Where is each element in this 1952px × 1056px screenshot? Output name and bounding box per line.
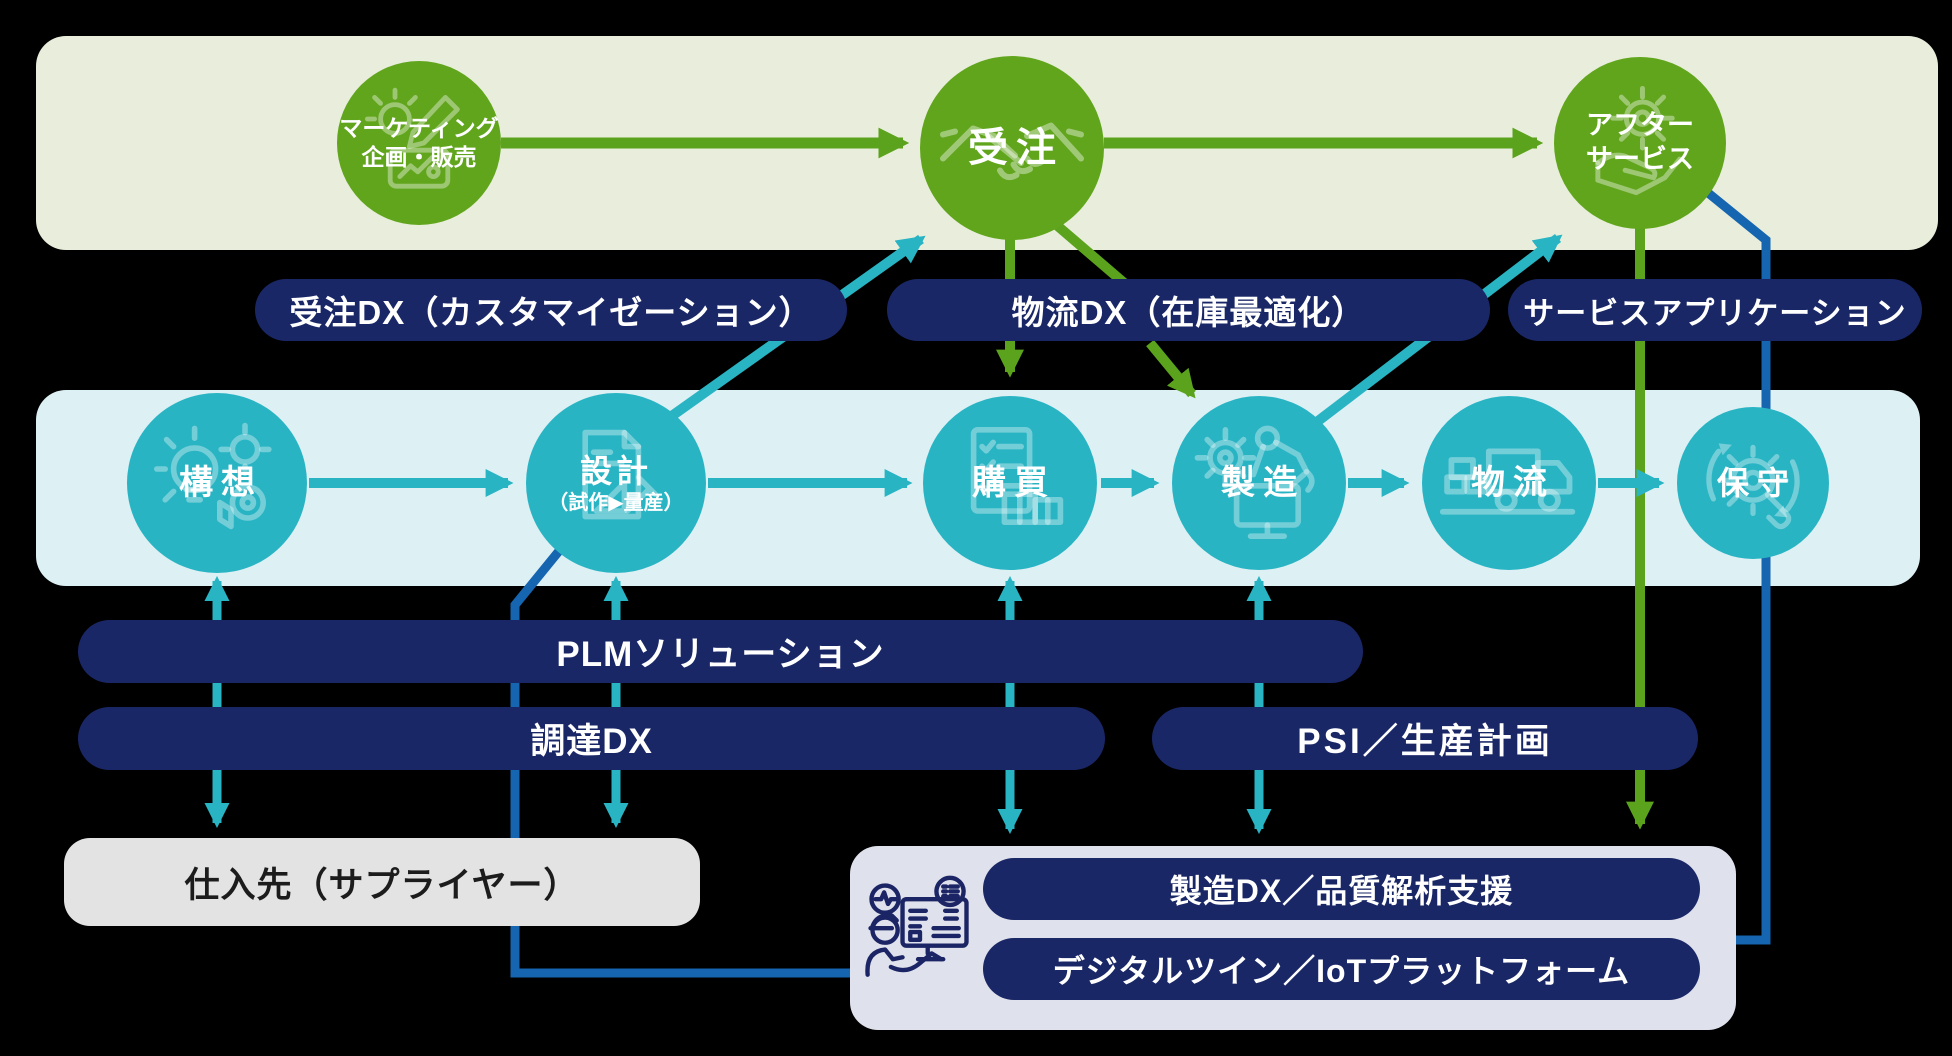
design-node: 設計 （試作▶量産） <box>526 393 706 573</box>
psi-production-plan-pill: PSI／生産計画 <box>1152 707 1698 770</box>
marketing-icon <box>365 87 460 189</box>
logistics-node: 物流 <box>1422 396 1596 570</box>
gear-hand-icon <box>1595 85 1683 196</box>
concept-label: 構想 <box>179 463 263 502</box>
service-application-pill: サービスアプリケーション <box>1508 279 1922 341</box>
digital-twin-iot-pill: デジタルツイン／IoTプラットフォーム <box>983 938 1700 1000</box>
line-design-to-digitaltwin <box>510 548 858 978</box>
procurement-dx-pill: 調達DX <box>78 707 1105 770</box>
checklist-boxes-icon <box>970 427 1064 525</box>
manufacturing-dx-pill: 製造DX／品質解析支援 <box>983 858 1700 920</box>
design-sublabel: （試作▶量産） <box>548 491 684 514</box>
robot-arm-icon <box>1194 425 1315 539</box>
marketing-node: マーケティング 企画・販売 <box>337 61 501 225</box>
line-afterservice-to-digitaltwin <box>1704 188 1771 945</box>
maintenance-label: 保守 <box>1716 465 1797 501</box>
logistics-dx-pill: 物流DX（在庫最適化） <box>887 279 1490 341</box>
link-order-to-logidx-diagonal <box>1042 212 1134 292</box>
purchasing-label: 購買 <box>972 463 1056 502</box>
blueprint-icon <box>582 429 658 520</box>
concept-node: 構想 <box>127 393 307 573</box>
after-service-label-line1: アフター <box>1586 110 1694 141</box>
after-service-label-line2: サービス <box>1586 144 1694 174</box>
arrow-logidx-to-manufacturing <box>1146 339 1196 399</box>
manufacturing-node: 製造 <box>1172 396 1346 570</box>
teal-vertical-connectors <box>204 575 1272 835</box>
logistics-label: 物流 <box>1471 463 1555 502</box>
plm-solution-pill: PLMソリューション <box>78 620 1363 683</box>
truck-icon <box>1439 448 1576 515</box>
gear-repair-cycle-icon <box>1706 443 1800 530</box>
marketing-label-line1: マーケティング <box>339 115 499 142</box>
order-label: 受注 <box>968 126 1064 170</box>
marketing-label-line2: 企画・販売 <box>361 144 477 170</box>
manufacturing-label: 製造 <box>1221 463 1305 502</box>
worker-analytics-icon <box>865 875 969 977</box>
supplier-box: 仕入先（サプライヤー） <box>64 838 700 926</box>
after-service-node: アフター サービス <box>1554 57 1726 229</box>
purchasing-node: 購買 <box>923 396 1097 570</box>
handshake-icon <box>940 122 1084 181</box>
order-node: 受注 <box>920 56 1104 240</box>
order-dx-pill: 受注DX（カスタマイゼーション） <box>255 279 847 341</box>
blue-routed-lines <box>510 188 1771 978</box>
maintenance-node: 保守 <box>1677 407 1829 559</box>
idea-gears-icon <box>154 422 272 530</box>
design-label: 設計 <box>579 452 652 489</box>
